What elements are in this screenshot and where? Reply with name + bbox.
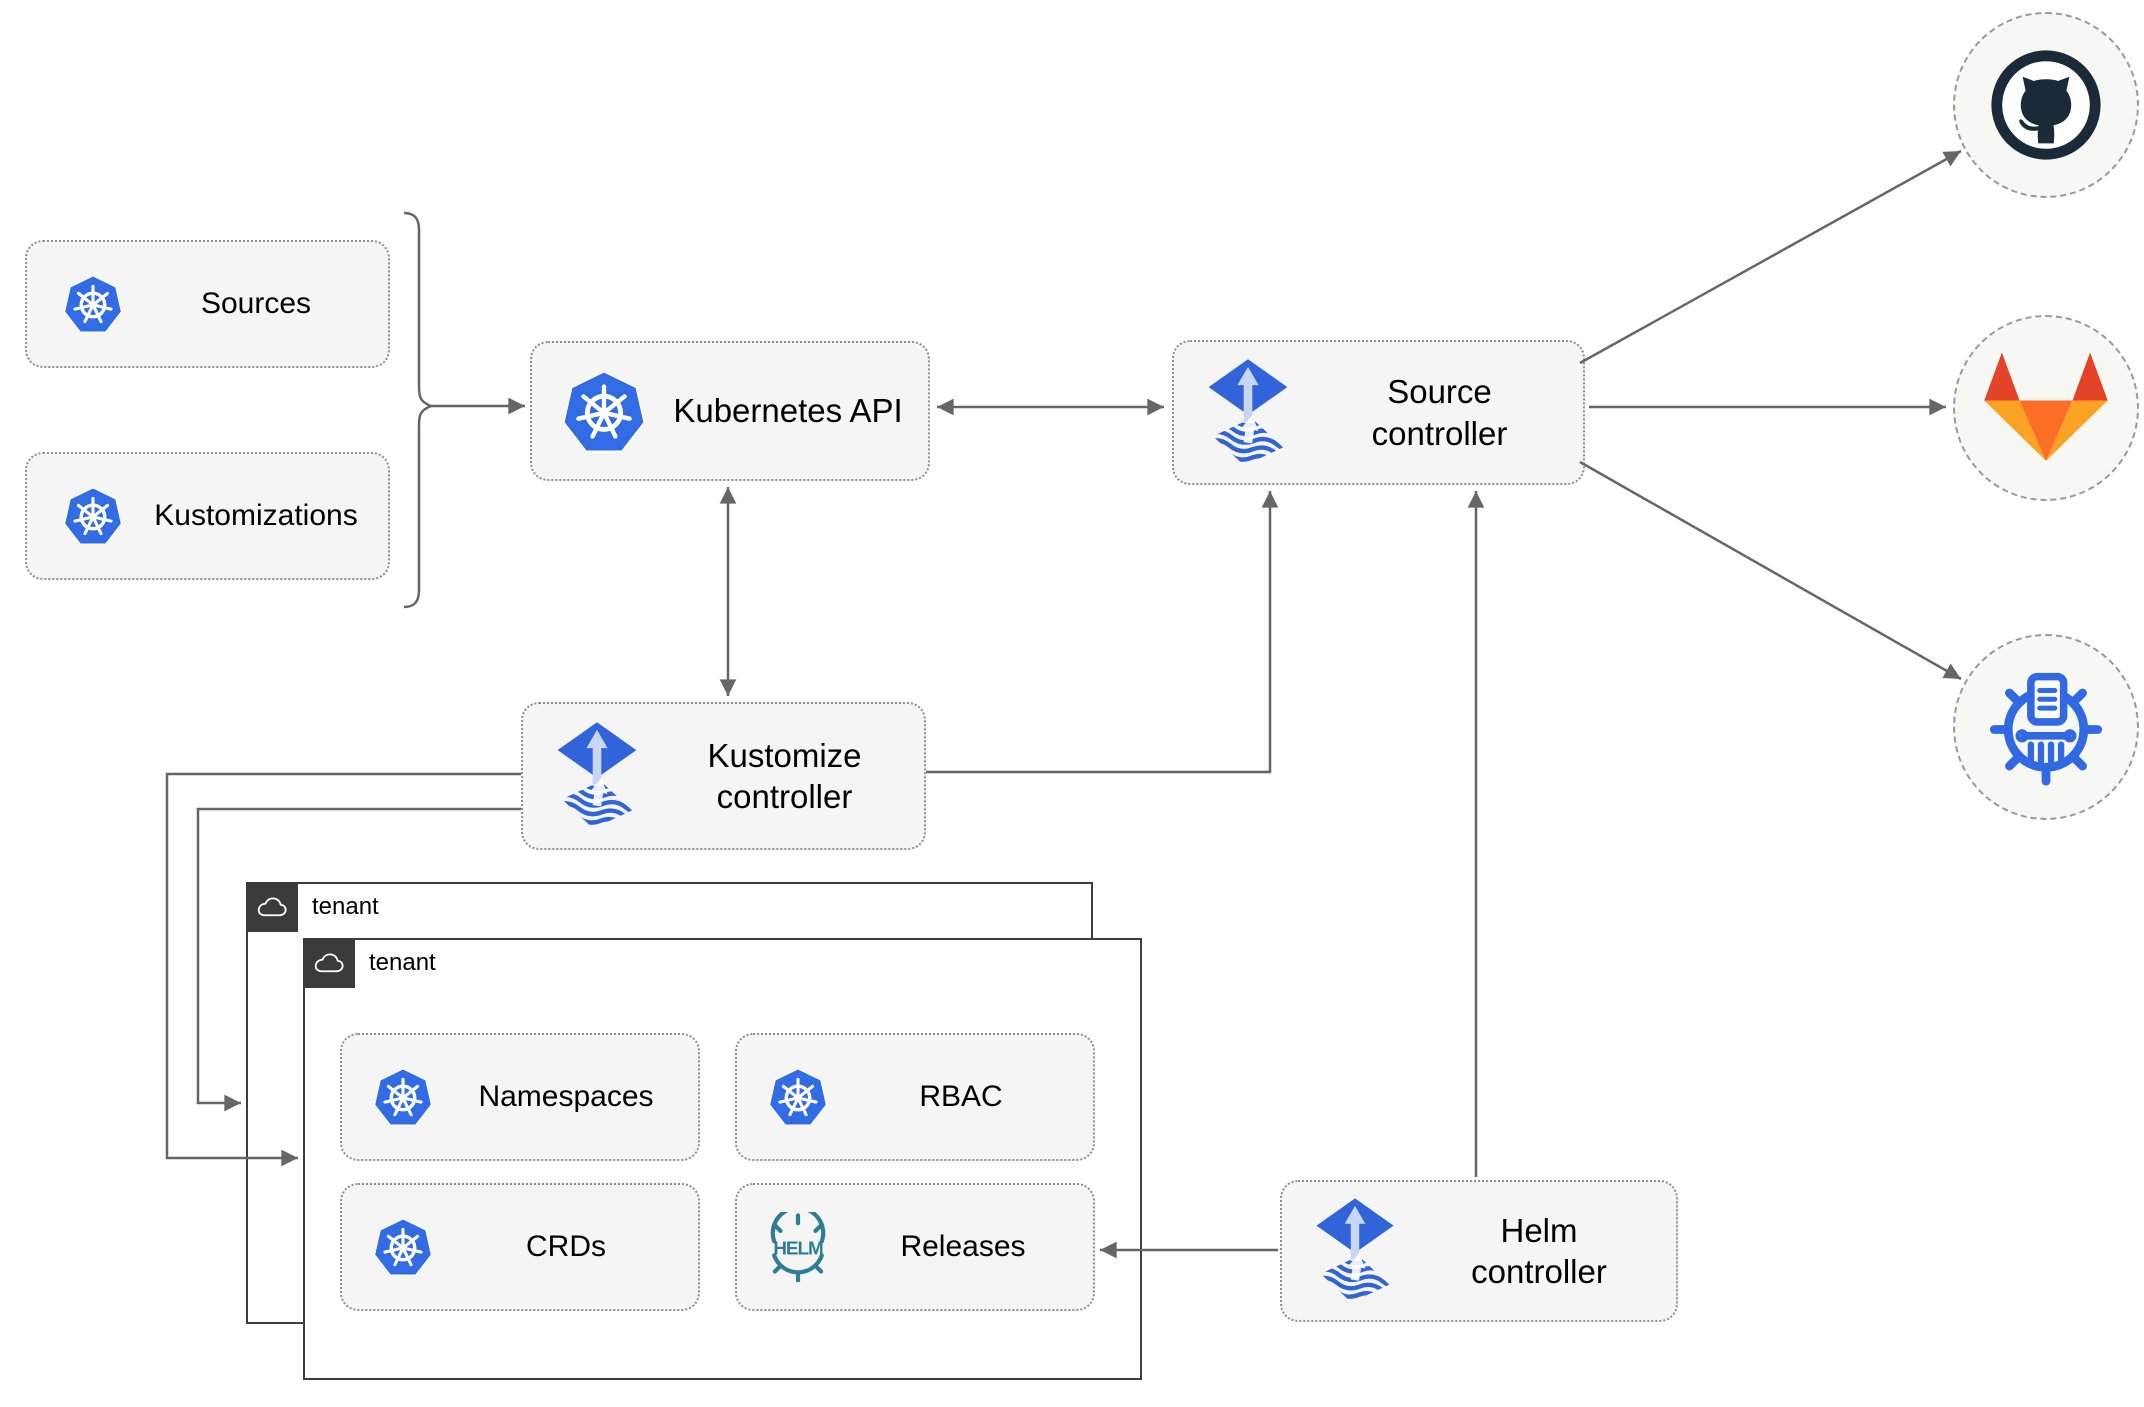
cloud-icon xyxy=(254,894,290,920)
edge-source-controller-to-github xyxy=(1579,149,1962,365)
cloud-icon xyxy=(311,950,347,976)
kubernetes-icon xyxy=(767,1067,829,1127)
github-icon xyxy=(1991,50,2101,160)
tenant-tab xyxy=(303,938,355,988)
node-label: CRDs xyxy=(526,1230,606,1264)
gitlab-node xyxy=(1953,315,2139,501)
tenant-label: tenant xyxy=(312,893,379,920)
node-kubernetes-api: Kubernetes API xyxy=(530,341,930,481)
flux-icon xyxy=(1308,1198,1402,1304)
helm-repository-node xyxy=(1953,634,2139,820)
kubernetes-icon xyxy=(62,274,124,334)
edge-source-controller-to-helm-repository xyxy=(1579,460,1962,681)
node-label: RBAC xyxy=(919,1080,1003,1114)
tenant-label: tenant xyxy=(369,949,436,976)
node-source-controller: Source controller xyxy=(1172,340,1585,485)
edge-brace-sources-kustomizations xyxy=(403,211,435,609)
kubernetes-icon xyxy=(62,486,124,546)
kubernetes-icon xyxy=(372,1067,434,1127)
flux-icon xyxy=(1200,359,1296,467)
helm-logo-text: HELM xyxy=(773,1239,823,1260)
node-label: Source controller xyxy=(1371,373,1508,452)
node-sources: Sources xyxy=(25,240,390,368)
gitlab-icon xyxy=(1984,352,2108,461)
node-helm-controller: Helm controller xyxy=(1280,1180,1678,1322)
node-label: Helm controller xyxy=(1471,1211,1607,1290)
node-label: Kustomize controller xyxy=(707,736,862,815)
node-releases: HELM Releases xyxy=(735,1183,1095,1311)
tenant-tab xyxy=(246,882,298,932)
kubernetes-icon xyxy=(372,1217,434,1277)
node-label: Kustomizations xyxy=(154,499,358,533)
node-label: Sources xyxy=(200,287,312,321)
node-kustomizations: Kustomizations xyxy=(25,452,390,580)
node-rbac: RBAC xyxy=(735,1033,1095,1161)
node-label: Namespaces xyxy=(478,1080,654,1114)
edge-kustomize-controller-to-source-controller xyxy=(926,491,1279,774)
kubernetes-icon xyxy=(560,369,648,454)
node-kustomize-controller: Kustomize controller xyxy=(521,702,926,850)
github-node xyxy=(1953,12,2139,198)
chartmuseum-icon xyxy=(1989,672,2103,786)
node-namespaces: Namespaces xyxy=(340,1033,700,1161)
flux-icon xyxy=(549,722,645,830)
helm-icon: HELM xyxy=(763,1212,833,1282)
node-crds: CRDs xyxy=(340,1183,700,1311)
node-label: Releases xyxy=(900,1230,1026,1264)
node-label: Kubernetes API xyxy=(673,392,903,430)
